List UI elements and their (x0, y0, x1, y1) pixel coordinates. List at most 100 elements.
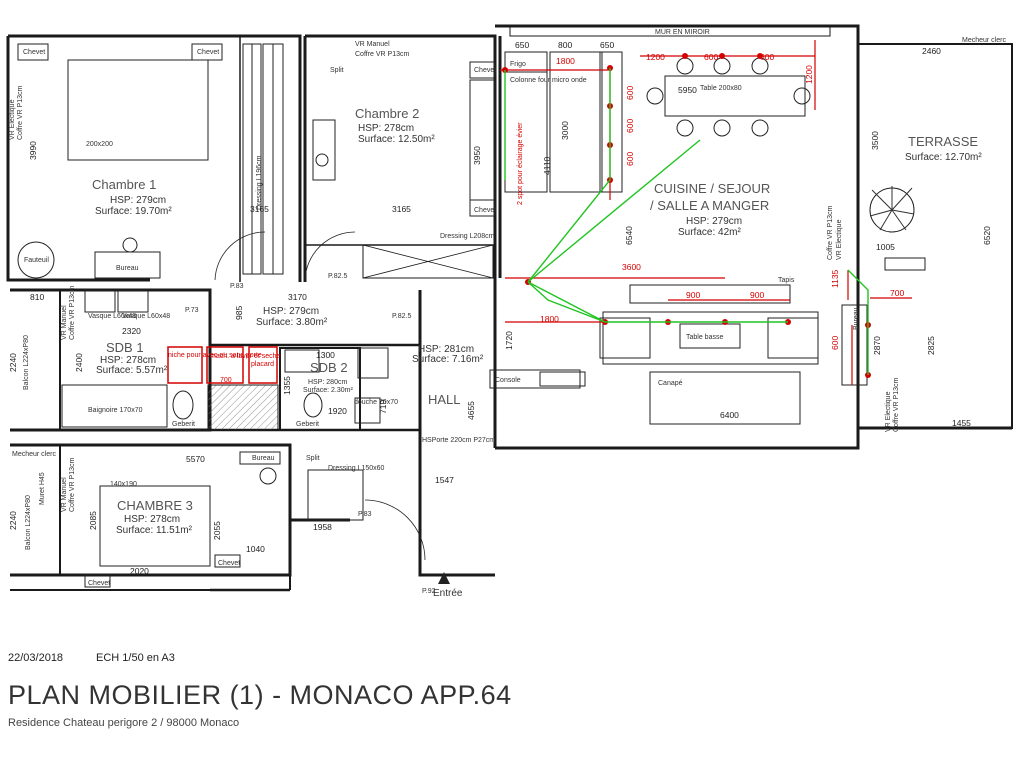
dimension-label: 800 (558, 40, 572, 50)
red-dimension-label: 1800 (540, 314, 559, 324)
red-dimension-label: 1200 (646, 52, 665, 62)
red-dimension-label: 900 (686, 290, 700, 300)
plan-subtitle: Residence Chateau perigore 2 / 98000 Mon… (8, 717, 240, 729)
hsporte-label: HSPorte 220cm P27cm (422, 437, 495, 444)
room-name-chambre2: Chambre 2 (355, 106, 419, 121)
dimension-label: 1040 (246, 544, 265, 554)
room-name-sdb1: SDB 1 (106, 340, 144, 355)
dimension-label: 2825 (926, 336, 936, 355)
dimension-label: 2020 (130, 566, 149, 576)
dimension-label: 1720 (504, 331, 514, 350)
dimension-label: 2460 (922, 46, 941, 56)
dimension-label: 1920 (328, 406, 347, 416)
red-dimension-label: 600 (704, 52, 718, 62)
door-swing (304, 231, 356, 281)
mur-miroir-label: MUR EN MIROIR (655, 29, 710, 36)
niche-box (167, 346, 203, 384)
dimension-label: 2055 (212, 521, 222, 540)
dimension-label: 719 (378, 400, 388, 414)
hatched-zone (207, 384, 279, 431)
chambre2-furniture (312, 61, 496, 217)
vr-manuel-label: VR Manuel (61, 305, 68, 340)
chevet-label: Chevet (197, 49, 219, 56)
bureau-label: Bureau (853, 307, 860, 330)
dimension-label: 5950 (678, 85, 697, 95)
sdb2-furniture (284, 347, 389, 424)
chevet-label: Chevet (23, 49, 45, 56)
dressing-label: Dressing L150x60 (328, 465, 385, 472)
colonne-label: Colonne four micro onde (510, 77, 587, 84)
dimension-label: 3950 (472, 146, 482, 165)
chevet-label: Chevet (218, 560, 240, 567)
fauteuil-label: Fauteuil (24, 257, 49, 264)
room-hsp: HSP: 280cm (308, 379, 347, 386)
vr-electique-label: VR Electique (836, 219, 843, 260)
room-hsp: HSP: 279cm (110, 195, 166, 206)
dimension-label: 6400 (720, 410, 739, 420)
dimension-label: 5570 (186, 454, 205, 464)
red-dimension-label: 1800 (556, 56, 575, 66)
room-surface: Surface: 7.16m² (412, 354, 484, 365)
room-surface: Surface: 11.51m² (116, 525, 193, 536)
room-name-chambre3: CHAMBRE 3 (117, 498, 193, 513)
chevet-label: Chevet (474, 67, 496, 74)
dimension-label: 2240 (8, 511, 18, 530)
tapis-label: Tapis (778, 277, 795, 284)
dimension-label: 3990 (28, 141, 38, 160)
dimension-label: 810 (30, 292, 44, 302)
machine-label: mach. a laver et seche (210, 353, 281, 360)
red-dimension-label: 1200 (804, 65, 814, 84)
porte-label: P.92 (422, 588, 436, 595)
dimension-label: 985 (234, 306, 244, 320)
plant-icon (869, 186, 915, 231)
red-dimension-label: 1135 (830, 269, 840, 288)
geberit-label: Geberit (296, 421, 319, 428)
porte-label: P.83 (358, 511, 372, 518)
dimension-label: 6520 (982, 226, 992, 245)
dimension-label: 4110 (542, 156, 552, 175)
room-surface: Surface: 12.50m² (358, 134, 435, 145)
dimension-label: 3500 (870, 131, 880, 150)
room-surface: Surface: 5.57m² (96, 365, 168, 376)
room-surface: Surface: 12.70m² (905, 152, 982, 163)
red-dimension-label: 900 (750, 290, 764, 300)
baignoire-label: Baignoire 170x70 (88, 407, 143, 414)
machine-box (206, 346, 244, 384)
split-label: Split (330, 67, 344, 74)
chambre3-furniture (84, 451, 364, 588)
dimension-label: 3170 (288, 292, 307, 302)
red-dimension-label: 600 (625, 119, 635, 133)
red-dimension-label: 700 (890, 288, 904, 298)
room-name-cuisine-2: / SALLE A MANGER (650, 198, 769, 213)
coffre-label: Coffre VR P13cm (355, 51, 410, 58)
table-basse-label: Table basse (686, 334, 723, 341)
vasque-label: Vasque L60x48 (88, 313, 136, 320)
porte-label: P.82.5 (392, 313, 411, 320)
canape-label: Canapé (658, 380, 683, 387)
room-hsp: HSP: 279cm (263, 306, 319, 317)
room-surface: Surface: 42m² (678, 227, 741, 238)
dimension-label: 2870 (872, 336, 882, 355)
room-name-cuisine: CUISINE / SEJOUR (654, 181, 770, 196)
dimension-label: 1455 (952, 418, 971, 428)
chevet-label: Chevet (474, 207, 496, 214)
dimension-label: 2400 (74, 353, 84, 372)
placard-label: placard (251, 361, 274, 368)
plan-date: 22/03/2018 (8, 652, 64, 664)
room-surface: Surface: 19.70m² (95, 206, 172, 217)
placard-box (248, 346, 278, 384)
dressing-label: Dressing L196cm (256, 155, 263, 210)
douche-label: douche 70x70 (354, 399, 398, 406)
dimension-label: 650 (515, 40, 529, 50)
dimension-label: 2240 (8, 353, 18, 372)
red-dimension-label: 600 (625, 152, 635, 166)
door-swing (214, 231, 266, 281)
red-dimension-label: 600 (830, 336, 840, 350)
door-swing (364, 499, 426, 561)
dimension-label: 2085 (88, 511, 98, 530)
porte-label: P.83 (230, 283, 244, 290)
coffre-label: Coffre VR P13cm (827, 205, 834, 260)
coffre-label: Coffre VR P13cm (69, 457, 76, 512)
sdb1-furniture (61, 289, 194, 428)
room-surface: Surface: 2.30m² (303, 387, 353, 394)
